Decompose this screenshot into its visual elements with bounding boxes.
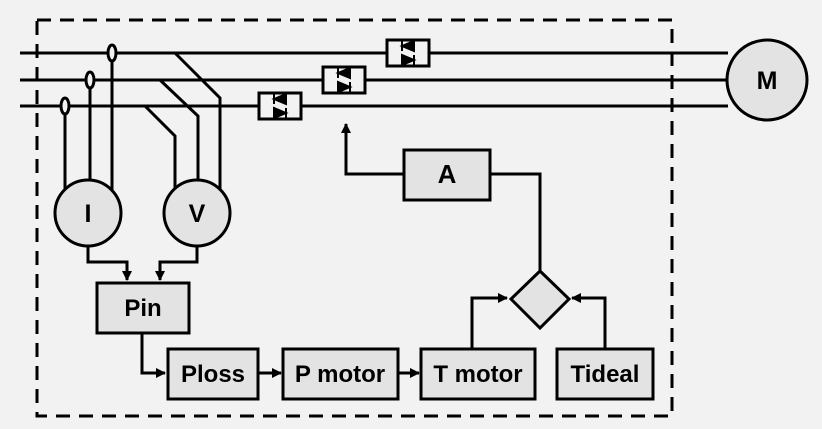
voltage-sensor: V	[162, 178, 232, 248]
ploss-label: Ploss	[181, 361, 245, 388]
signal-connectors	[86, 123, 607, 378]
tideal-block: Tideal	[555, 347, 655, 401]
thyristor-pair-1	[385, 38, 431, 68]
pin-label: Pin	[124, 295, 161, 322]
current-sensor: I	[53, 178, 123, 248]
thyristor-pair-2	[321, 65, 367, 95]
pmotor-block: P motor	[281, 347, 400, 401]
tmotor-block: T motor	[419, 347, 537, 401]
voltage-sensor-label: V	[189, 200, 206, 228]
tideal-label: Tideal	[571, 361, 640, 388]
tmotor-label: T motor	[433, 361, 522, 388]
pmotor-label: P motor	[295, 361, 385, 388]
motor: M	[725, 38, 809, 122]
pin-block: Pin	[95, 281, 191, 335]
motor-label: M	[757, 67, 778, 95]
comparator	[508, 268, 572, 331]
current-sensor-label: I	[85, 200, 92, 228]
supply-lines	[20, 51, 728, 108]
controller-label: A	[438, 159, 457, 189]
ploss-block: Ploss	[166, 347, 260, 401]
thyristor-pair-3	[257, 91, 303, 121]
controller-block: A	[402, 148, 492, 202]
voltage-taps	[143, 51, 222, 198]
system-boundary	[35, 18, 674, 418]
current-transformers	[59, 43, 118, 195]
